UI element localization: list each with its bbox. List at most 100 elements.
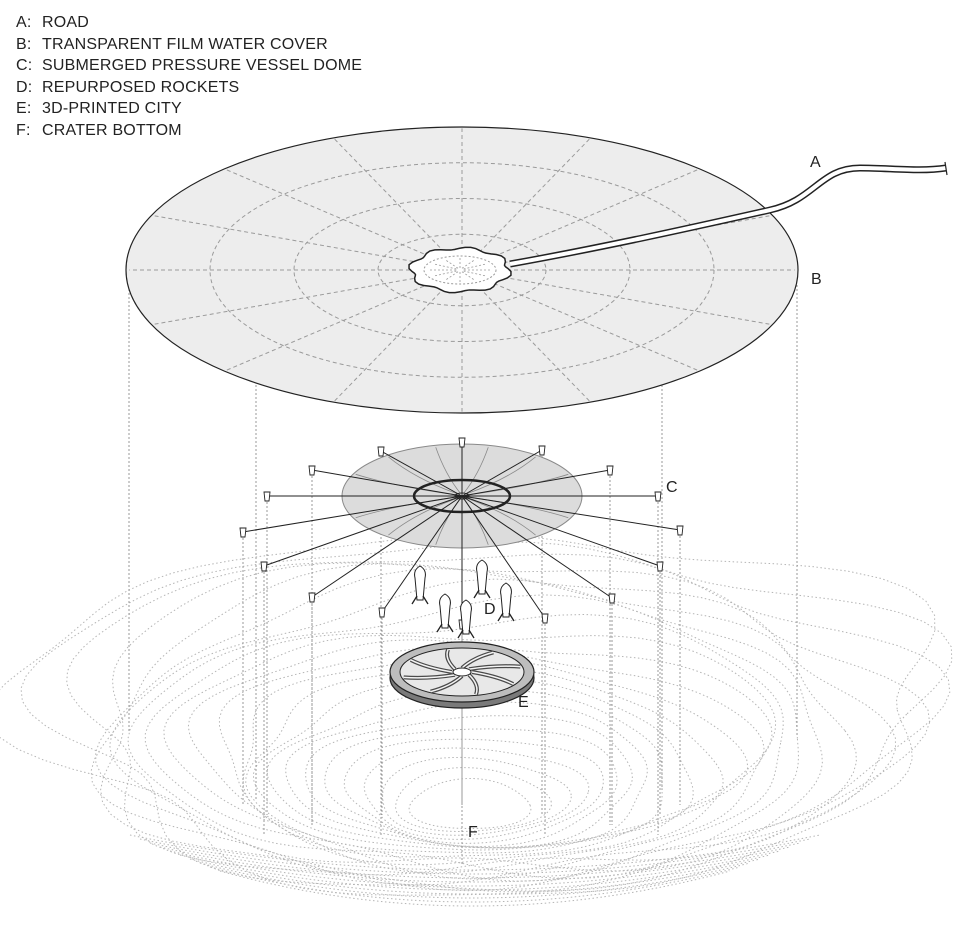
crater-contour <box>187 639 773 874</box>
dome-rib <box>388 456 458 495</box>
rocket-legs <box>497 612 515 622</box>
callout-e: E <box>518 694 529 711</box>
legend-item-rockets: D:REPURPOSED ROCKETS <box>16 78 240 96</box>
cover-spoke <box>226 169 431 258</box>
city-blade-highlight <box>403 674 456 679</box>
crater-rim-arc <box>209 866 741 903</box>
crater-contour <box>0 533 936 896</box>
surface-plaza <box>408 246 512 294</box>
rocket-body <box>500 582 512 618</box>
cover-spoke <box>493 169 698 258</box>
crater-rim-arc <box>149 842 801 879</box>
rocket-body <box>439 593 451 629</box>
plaza-spoke <box>444 271 459 281</box>
dome-rib <box>435 447 461 494</box>
crater-contour <box>144 613 784 882</box>
city-blade-highlight <box>468 674 478 695</box>
tether-line <box>461 469 611 497</box>
crater-contour <box>343 738 604 844</box>
rocket-body <box>460 599 472 635</box>
legend-item-road: A:ROAD <box>16 14 90 31</box>
tether-anchor <box>260 561 268 572</box>
tether-line <box>242 495 463 533</box>
dome-rib <box>466 497 536 536</box>
projection-lines <box>128 285 798 865</box>
water-cover-grid <box>129 128 795 412</box>
repurposed-rockets <box>411 559 515 639</box>
tether-anchor <box>654 491 662 502</box>
city-blade-highlight <box>471 671 514 685</box>
tether-anchor <box>538 445 546 456</box>
crater-contour <box>95 568 857 876</box>
rocket-body <box>476 559 488 595</box>
tether-line <box>311 495 463 598</box>
tether-anchor <box>308 465 316 476</box>
tether-line <box>381 495 463 613</box>
plaza-spoke <box>461 271 476 281</box>
tether-line <box>380 450 463 497</box>
crater-rim-arc <box>169 850 781 887</box>
crater-rim-arc <box>129 834 821 871</box>
printed-city <box>389 641 535 709</box>
crater-contour <box>285 701 648 849</box>
crater-contour <box>395 767 553 832</box>
callout-b: B <box>811 271 822 288</box>
tether-line <box>263 495 463 567</box>
dome-rib <box>388 497 458 536</box>
rocket-legs <box>411 595 429 605</box>
cover-spoke <box>493 282 698 371</box>
rocket-legs <box>473 589 491 599</box>
tether-anchor <box>239 527 247 538</box>
crater-rim-arc <box>189 858 761 895</box>
dome-rib <box>463 447 489 494</box>
tether-anchor <box>676 525 684 536</box>
road <box>509 161 948 268</box>
tether-anchor <box>378 607 386 618</box>
tether-anchors <box>239 437 684 630</box>
cover-spoke <box>334 138 446 253</box>
tether-line <box>461 495 613 599</box>
cover-spoke <box>154 276 421 325</box>
plaza-spoke <box>444 259 459 269</box>
callout-f: F <box>468 824 478 841</box>
legend-item-pressure-dome: C:SUBMERGED PRESSURE VESSEL DOME <box>16 57 363 75</box>
crater-contours <box>0 533 953 907</box>
crater-contour <box>305 715 633 849</box>
tether-line <box>311 469 463 497</box>
tether-anchor <box>608 593 616 604</box>
crater-contour <box>218 646 765 866</box>
cover-spoke <box>478 287 590 402</box>
tether-anchor <box>656 561 664 572</box>
road-end-cap <box>944 161 948 176</box>
tether-anchor <box>263 491 271 502</box>
rocket-legs <box>436 623 454 633</box>
crater-rim-arc <box>139 838 811 875</box>
cover-spoke <box>334 287 446 402</box>
tether-anchor <box>458 437 466 448</box>
tether-line <box>461 495 681 531</box>
city-blade-highlight <box>410 659 453 673</box>
dome-rib <box>466 456 536 495</box>
crater-contour <box>252 678 694 851</box>
city-blade-highlight <box>468 665 521 670</box>
tether-anchor <box>606 465 614 476</box>
crater-contour <box>382 756 572 836</box>
cover-spoke <box>503 276 770 325</box>
legend-item-city: E:3D-PRINTED CITY <box>16 100 182 118</box>
city-blade-highlight <box>461 651 494 669</box>
crater-contour <box>100 562 931 892</box>
cover-spoke <box>478 138 590 253</box>
crater-contour <box>408 778 532 829</box>
crater-contour <box>266 689 663 849</box>
crater-contour <box>363 747 590 840</box>
tether-line <box>461 449 543 497</box>
cover-spoke <box>154 215 421 264</box>
city-hub <box>452 667 472 677</box>
plaza-spoke <box>461 259 476 269</box>
crater-rim-arc <box>199 862 751 899</box>
callout-a: A <box>810 154 821 171</box>
crater-contour <box>90 563 897 886</box>
tether-line <box>461 495 661 567</box>
